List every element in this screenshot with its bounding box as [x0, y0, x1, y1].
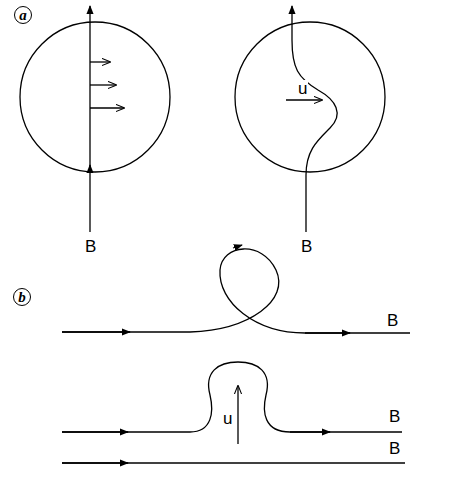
field-label: B [388, 440, 401, 457]
field-label: B [386, 312, 399, 329]
plasma-region [20, 22, 170, 172]
field-label: B [388, 408, 401, 425]
velocity-label: u [297, 80, 308, 97]
field-label: B [84, 238, 97, 255]
plasma-region [235, 22, 385, 172]
panel-label: b [13, 288, 31, 306]
field-label: B [300, 238, 313, 255]
velocity-label: u [222, 410, 233, 427]
panel-label: a [14, 6, 32, 24]
